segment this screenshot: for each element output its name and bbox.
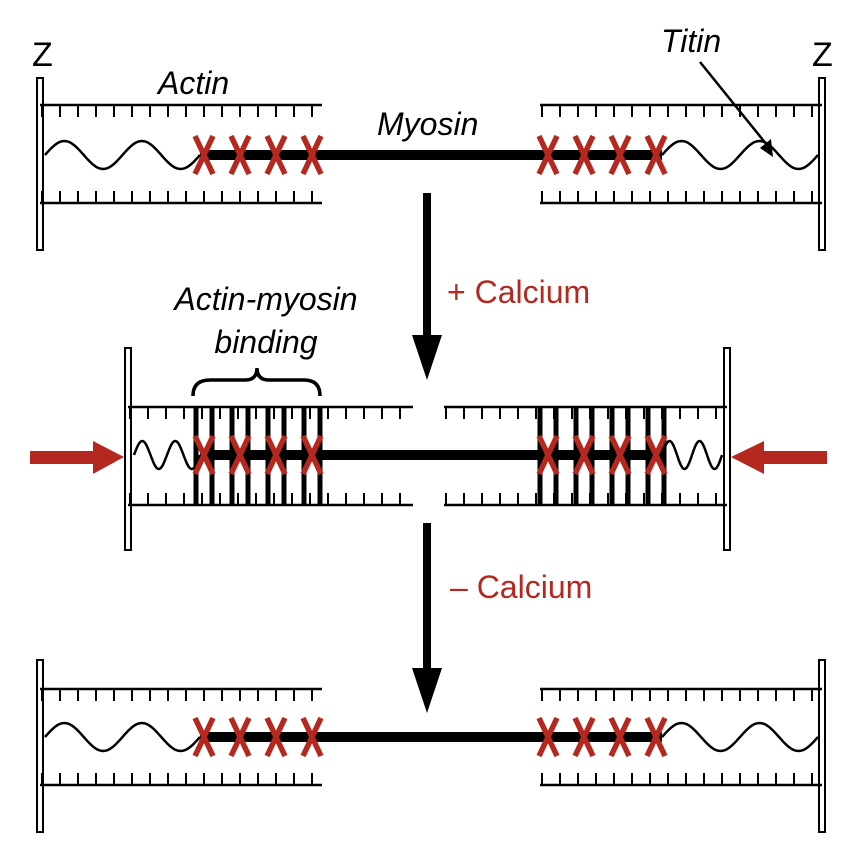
x-mark-icon [572,716,596,758]
binding-label-line2: binding [214,324,317,360]
z-disc [723,347,731,551]
titin-spring [660,439,724,471]
x-mark-icon [572,434,596,476]
x-mark-icon [608,434,632,476]
x-mark-icon [608,134,632,176]
titin-label: Titin [661,23,721,59]
x-mark-icon [644,716,668,758]
x-mark-icon [264,434,288,476]
x-mark-icon [264,134,288,176]
arrow-down-icon [412,523,442,713]
x-mark-icon [644,134,668,176]
x-mark-icon [192,134,216,176]
z-line-label-left: Z [32,36,53,74]
titin-spring [44,721,201,753]
z-disc [818,659,826,833]
arrow-down-icon [412,193,442,380]
x-mark-icon [536,134,560,176]
x-mark-icon [228,716,252,758]
titin-spring [661,139,819,171]
sarcomere-contracted [124,347,731,551]
x-mark-icon [300,716,324,758]
z-disc [124,347,132,551]
x-mark-icon [192,434,216,476]
x-mark-icon [192,716,216,758]
z-disc [36,659,44,833]
sarcomere-panels [36,77,826,833]
binding-label-line1: Actin-myosin [172,281,357,317]
titin-spring [132,439,202,471]
sarcomere-relaxed [36,77,826,251]
x-mark-icon [228,434,252,476]
myosin-label: Myosin [377,106,478,142]
binding-brace [191,367,322,397]
sarcomere-relaxed-after [36,659,826,833]
x-mark-icon [228,134,252,176]
minus-calcium-label: – Calcium [450,569,592,605]
x-mark-icon [608,716,632,758]
x-mark-icon [264,716,288,758]
z-disc [818,77,826,251]
x-mark-icon [572,134,596,176]
actin-label: Actin [156,65,229,101]
x-mark-icon [536,716,560,758]
titin-pointer-arrow [699,61,773,157]
z-line-label-right: Z [812,36,833,74]
plus-calcium-label: + Calcium [447,274,590,310]
x-mark-icon [300,434,324,476]
x-mark-icon [300,134,324,176]
x-mark-icon [644,434,668,476]
titin-spring [661,721,819,753]
titin-spring [44,139,201,171]
arrow-right-icon [30,441,124,474]
x-mark-icon [536,434,560,476]
z-disc [36,77,44,251]
arrow-left-icon [731,441,827,474]
